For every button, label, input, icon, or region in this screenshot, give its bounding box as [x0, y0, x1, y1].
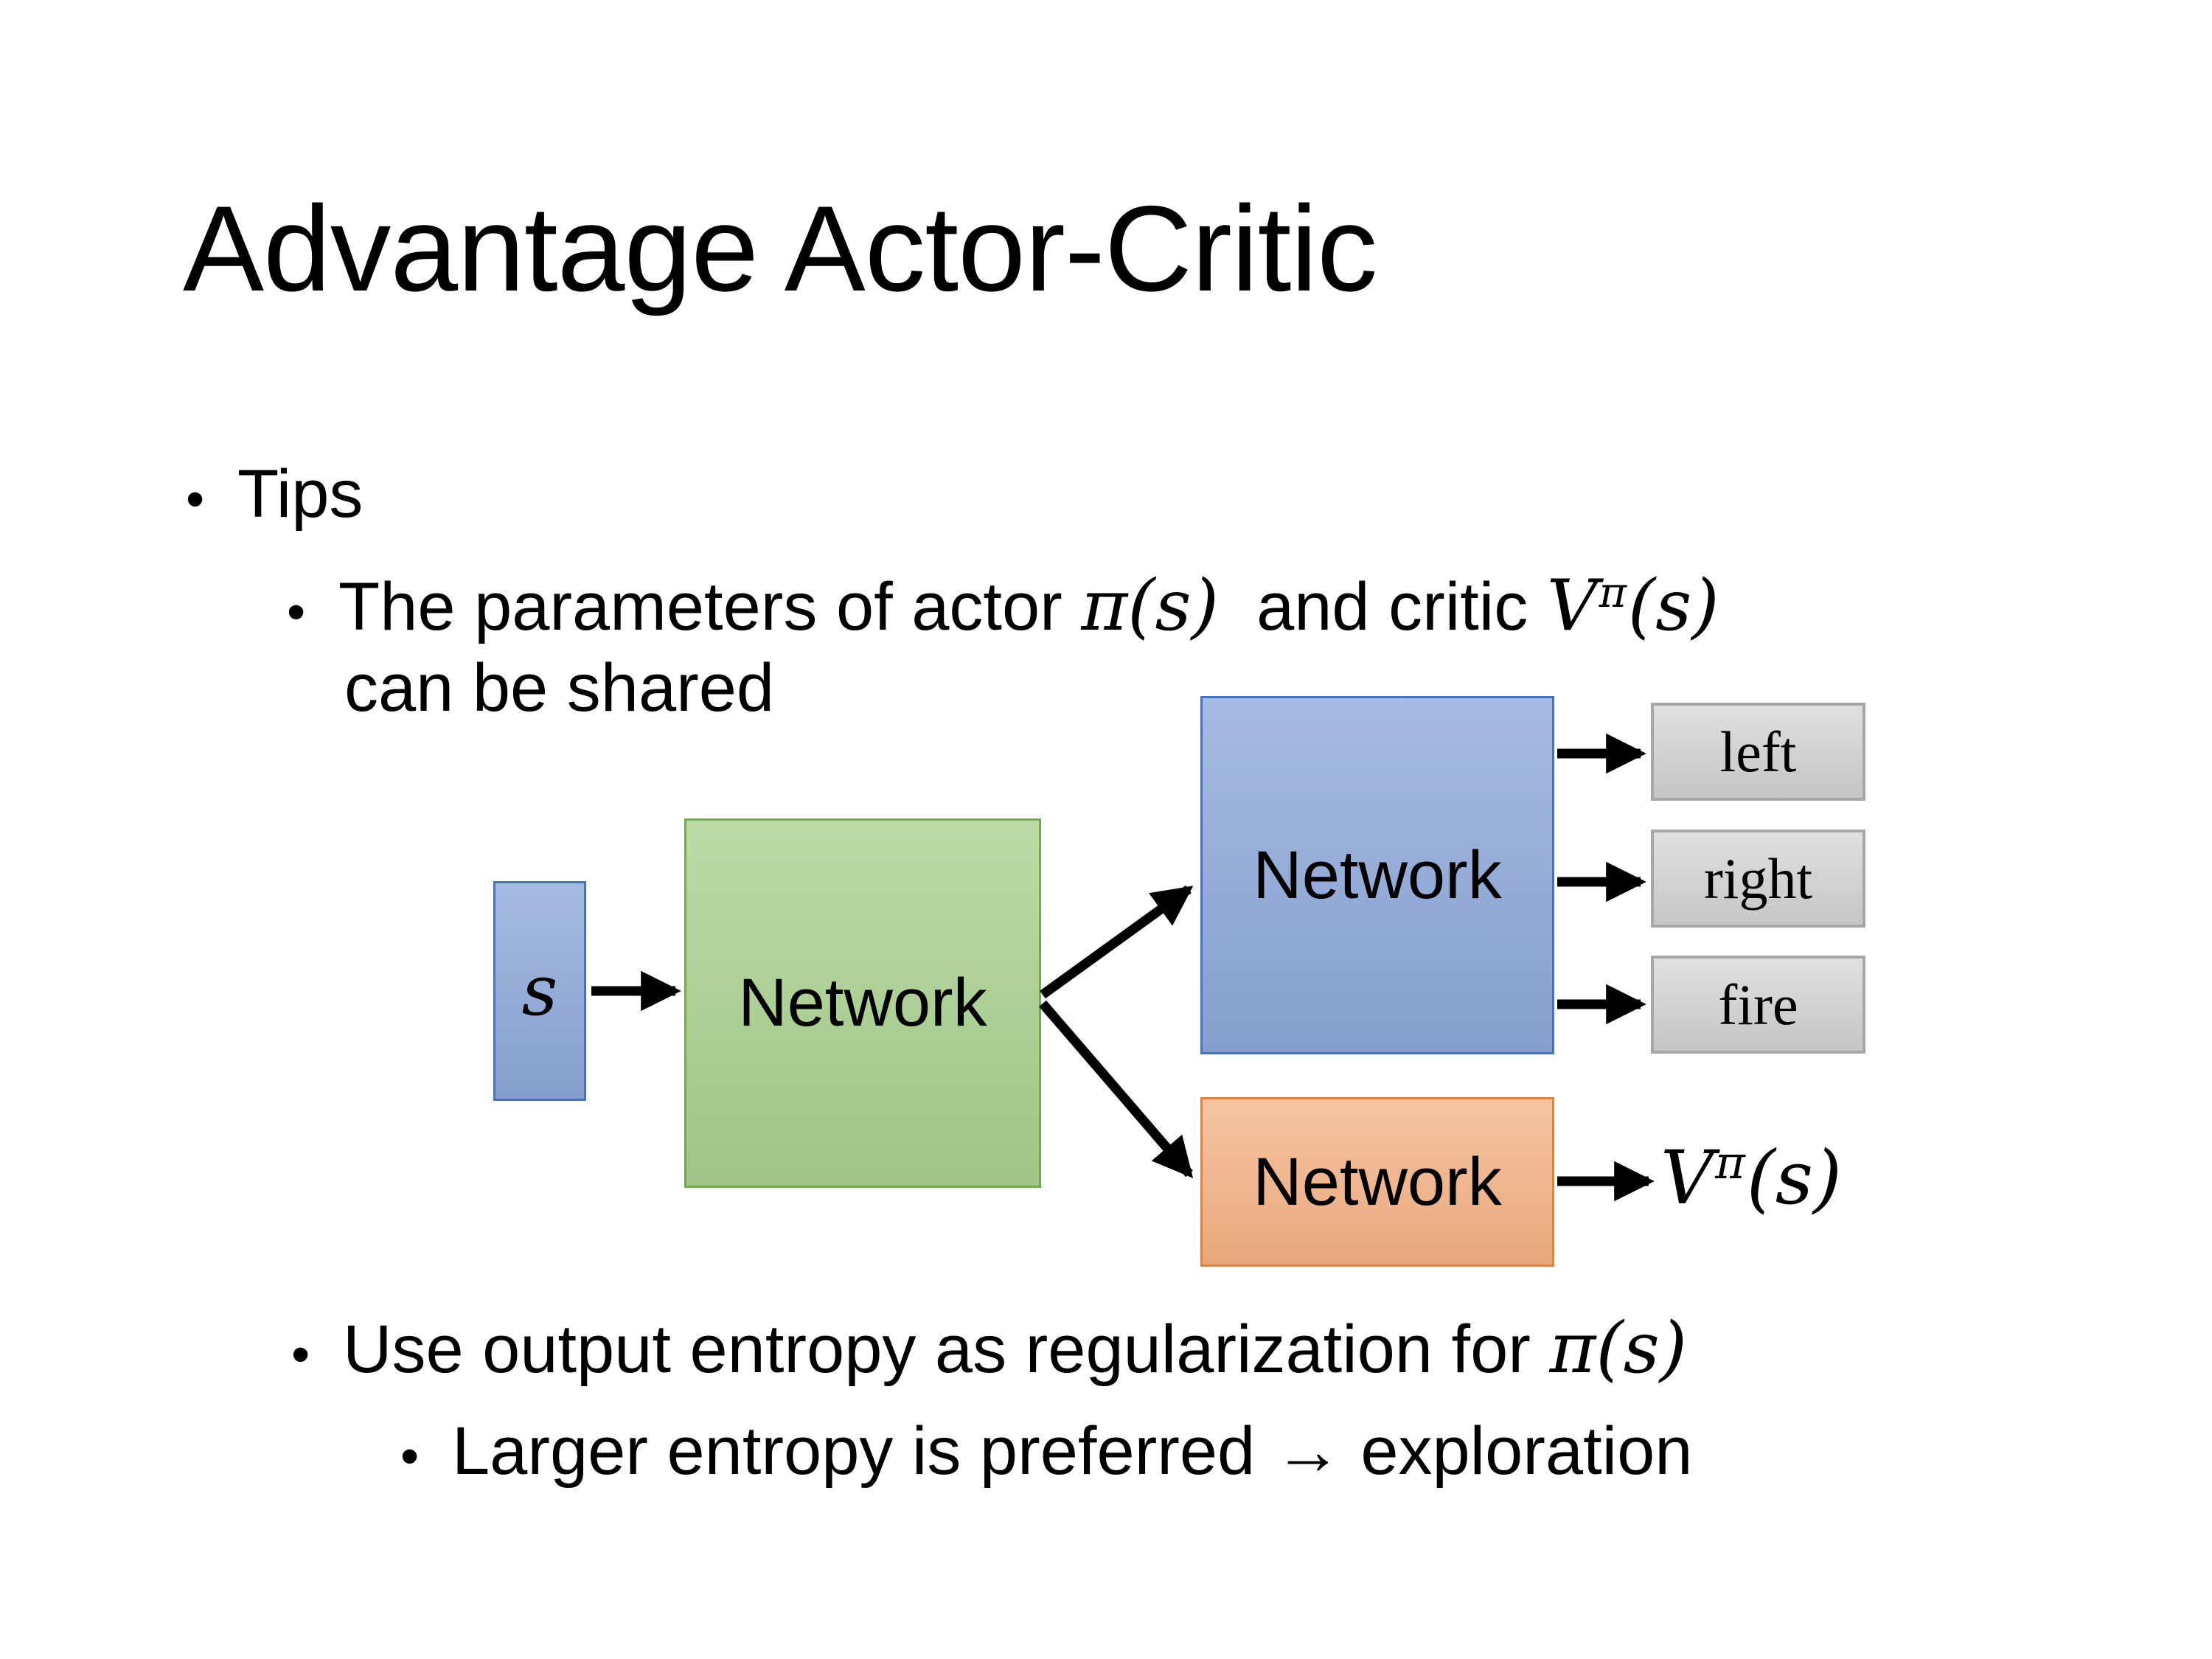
value-args: (s): [1746, 1135, 1843, 1221]
value-function-output: Vπ(s): [1660, 1134, 1842, 1222]
action-box-right: right: [1651, 830, 1865, 928]
action-box-left: left: [1651, 703, 1865, 801]
actor-policy-math: π(s): [1081, 564, 1219, 647]
entropy-policy-math: π(s): [1549, 1307, 1688, 1389]
tips-text: Tips: [237, 456, 364, 532]
bullet-line-entropy: • Use output entropy as regularization f…: [291, 1311, 1687, 1385]
shared-network-label: Network: [738, 965, 987, 1040]
bullet-icon: •: [291, 1325, 310, 1384]
actor-network-box: Network: [1200, 696, 1554, 1054]
parameters-text-mid: and critic: [1218, 569, 1547, 644]
action-left-label: left: [1719, 719, 1797, 784]
bullet-line-parameters: • The parameters of actor π(s) and criti…: [287, 568, 1719, 643]
parameters-text-pre: The parameters of actor: [338, 569, 1082, 644]
bullet-line-tips: • Tips: [186, 459, 363, 530]
critic-value-math-args: (s): [1627, 564, 1719, 647]
value-sup: π: [1715, 1135, 1745, 1189]
value-base: V: [1660, 1135, 1714, 1221]
bullet-line-parameters-cont: can be shared: [344, 653, 774, 724]
bullet-icon: •: [400, 1427, 420, 1486]
actor-network-label: Network: [1253, 837, 1502, 913]
critic-value-math-base: V: [1546, 564, 1598, 647]
action-fire-label: fire: [1718, 972, 1798, 1037]
critic-network-box: Network: [1200, 1097, 1554, 1267]
arrow-shared-to-critic: [1039, 1000, 1194, 1178]
arrow-shared-to-actor: [1040, 885, 1194, 999]
state-input-box: s: [493, 881, 586, 1101]
entropy-text-pre: Use output entropy as regularization for: [343, 1312, 1550, 1387]
state-label: s: [521, 950, 558, 1032]
critic-value-math-sup: π: [1599, 568, 1627, 617]
bullet-line-exploration: • Larger entropy is preferred → explorat…: [400, 1416, 1692, 1487]
bullet-icon: •: [287, 582, 306, 641]
shared-network-box: Network: [684, 818, 1041, 1188]
action-right-label: right: [1703, 846, 1813, 911]
action-box-fire: fire: [1651, 956, 1865, 1054]
parameters-text-cont: can be shared: [344, 650, 775, 726]
bullet-icon: •: [186, 470, 205, 529]
page-title: Advantage Actor-Critic: [183, 181, 1378, 316]
exploration-text: Larger entropy is preferred → exploratio…: [452, 1413, 1693, 1489]
critic-network-label: Network: [1253, 1144, 1502, 1220]
